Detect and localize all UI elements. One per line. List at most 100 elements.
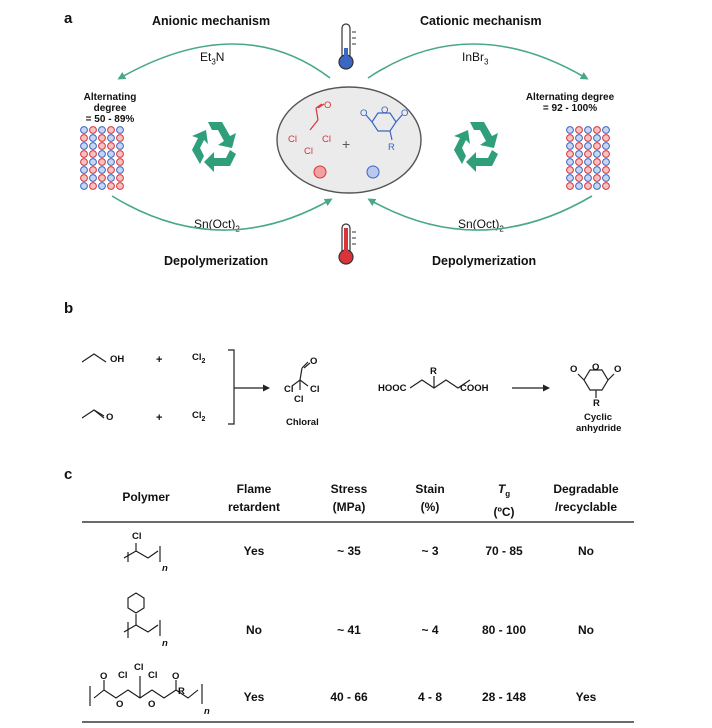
row3-flame: Yes: [243, 690, 265, 704]
polymer-bead: [107, 158, 115, 166]
polymer-bead: [566, 174, 574, 182]
diacid-r: R: [430, 366, 437, 377]
depoly-left-arrow: [111, 195, 333, 231]
polymer-bead: [575, 134, 583, 142]
row2-degradable: No: [578, 623, 594, 637]
polymer-bead: [602, 150, 610, 158]
polymer-bead: [575, 158, 583, 166]
polymer-bead: [575, 182, 583, 190]
polymer-bead: [602, 142, 610, 150]
polymer-bead: [116, 174, 124, 182]
chloral-structure: [309, 103, 325, 131]
polymer-bead: [116, 142, 124, 150]
row3-degradable: Yes: [575, 690, 597, 704]
panel-a-graphics: [80, 23, 610, 265]
pvc-n: n: [162, 563, 168, 574]
anionic-mechanism-title: Anionic mechanism: [152, 14, 271, 28]
polymer-bead: [98, 158, 106, 166]
polymer-bead: [98, 134, 106, 142]
polymer-bead: [593, 158, 601, 166]
polymer-bead: [602, 126, 610, 134]
header-degradable: Degradable/recyclable: [553, 482, 619, 514]
cl2-1: Cl2: [192, 352, 206, 365]
polymer-bead: [89, 182, 97, 190]
polymer-bead: [89, 142, 97, 150]
polymer-bead: [89, 150, 97, 158]
panel-c-label: c: [64, 466, 73, 483]
inbr3-reagent: InBr3: [462, 50, 489, 67]
polymer-bead: [584, 158, 592, 166]
diacid-hooc: HOOC: [378, 383, 407, 394]
polymer-bead: [98, 126, 106, 134]
ps-structure: [123, 592, 161, 638]
ethanol-structure: [81, 353, 107, 363]
polymer-bead: [584, 126, 592, 134]
polymer-bead: [80, 142, 88, 150]
polymer-bead: [575, 142, 583, 150]
diacid-structure: [409, 379, 471, 389]
plus-2: +: [156, 412, 163, 424]
polymer-bead: [593, 174, 601, 182]
row2-stress: ~ 41: [337, 623, 361, 637]
polymer-bead: [116, 166, 124, 174]
np-r: R: [178, 686, 185, 697]
cold-thermometer-icon: [338, 23, 356, 70]
cyc-anhydride-o-3: O: [614, 364, 622, 375]
chloral-caption: Chloral: [286, 417, 319, 428]
polymer-bead: [602, 182, 610, 190]
cyclic-anhydride-structure: [577, 369, 615, 398]
polymer-bead: [602, 174, 610, 182]
np-cl-1: Cl: [118, 670, 128, 681]
polymer-bead: [593, 134, 601, 142]
panel-b-label: b: [64, 300, 74, 317]
cyc-anhydride-o-2: O: [592, 362, 600, 373]
polymer-bead: [602, 166, 610, 174]
polymer-bead: [116, 134, 124, 142]
cationic-arrow: [367, 43, 589, 80]
polymer-bead: [80, 150, 88, 158]
polymer-bead: [566, 150, 574, 158]
header-stress: Stress(MPa): [330, 482, 368, 514]
chloral-sphere-icon: [313, 165, 327, 179]
left-polymer-beads: [80, 126, 124, 190]
anhydride-o-3: O: [401, 108, 409, 119]
polymer-bead: [80, 126, 88, 134]
recycle-icon-right: [454, 122, 498, 172]
chloral-o: O: [324, 100, 332, 111]
recycle-icon-left: [192, 122, 236, 172]
polymer-bead: [107, 182, 115, 190]
chloral-b-cl-3: Cl: [294, 394, 304, 405]
polymer-bead: [593, 150, 601, 158]
polymer-bead: [107, 166, 115, 174]
depoly-right-arrow: [367, 195, 593, 231]
ps-n: n: [162, 638, 168, 649]
polymer-bead: [89, 158, 97, 166]
new-polymer-structure: [89, 676, 203, 706]
polymer-bead: [602, 134, 610, 142]
header-stain: Stain(%): [415, 482, 445, 514]
pvc-cl: Cl: [132, 531, 142, 542]
row1-stress: ~ 35: [337, 544, 361, 558]
polymer-bead: [575, 166, 583, 174]
left-alternating-degree: Alternating degree= 50 - 89%: [83, 92, 137, 125]
chloral-b-cl-2: Cl: [310, 384, 320, 395]
np-o-1: O: [100, 671, 108, 682]
np-cl-3: Cl: [148, 670, 158, 681]
polymer-bead: [89, 166, 97, 174]
polymer-bead: [116, 126, 124, 134]
polymer-bead: [593, 166, 601, 174]
polymer-bead: [602, 158, 610, 166]
polymer-bead: [98, 166, 106, 174]
polymer-bead: [98, 150, 106, 158]
polymer-bead: [116, 150, 124, 158]
bracket: [228, 349, 235, 425]
row2-stain: ~ 4: [421, 623, 439, 637]
polymer-bead: [80, 182, 88, 190]
polymer-bead: [575, 126, 583, 134]
row3-stain: 4 - 8: [417, 690, 442, 704]
row1-degradable: No: [578, 544, 594, 558]
polymer-bead: [107, 150, 115, 158]
polymer-bead: [566, 142, 574, 150]
